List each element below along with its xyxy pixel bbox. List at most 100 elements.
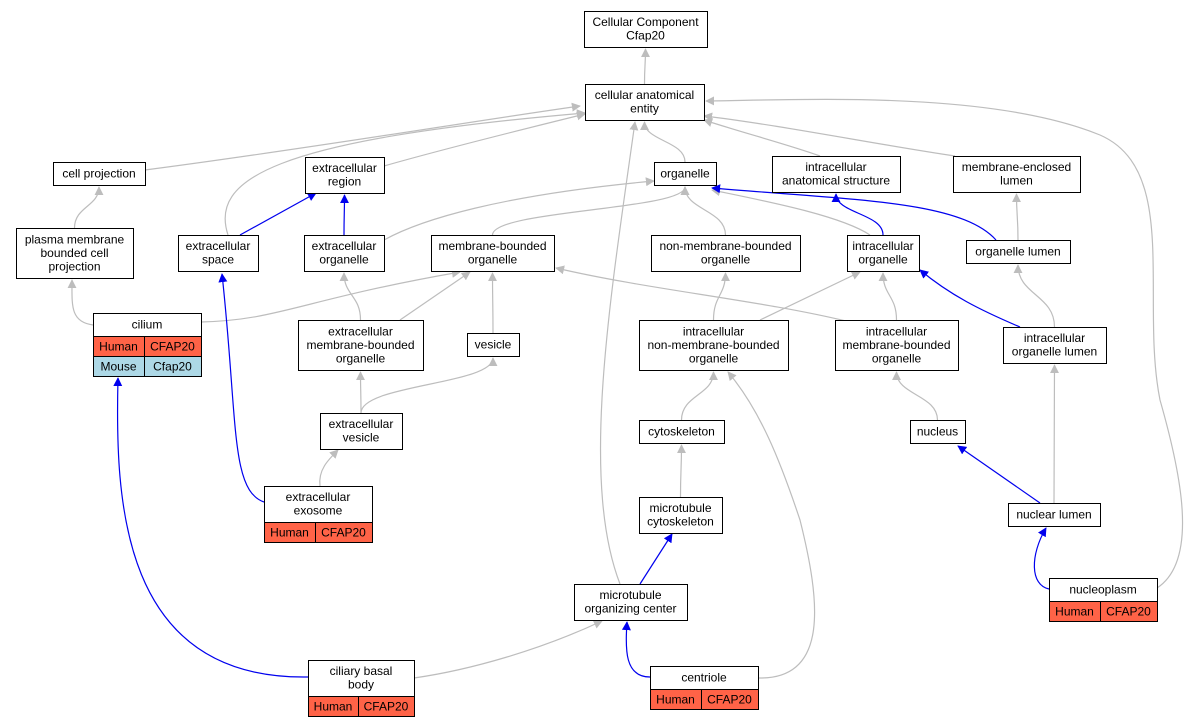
node-box [953,156,1081,193]
edge-vesicle-to-mbo [488,272,498,334]
edge-exorg-to-exreg [339,194,349,236]
node-box [431,235,555,272]
node-box [966,240,1071,264]
node-label: nucleoplasm [1069,582,1136,596]
node-box [639,420,725,444]
species-label: Human [270,526,309,540]
edge-exreg-to-cae [383,111,586,167]
edge-exves-to-vesicle [360,357,498,414]
node-box [53,162,146,186]
node-box [651,235,801,272]
node-label: vesicle [475,337,512,351]
node-box [467,333,520,357]
gene-label: CFAP20 [707,693,752,707]
node-nuclumen[interactable]: nuclear lumen [1008,503,1101,527]
edge-exmbo-to-exorg [339,272,362,321]
gene-cell [144,356,202,377]
node-box [639,497,723,534]
node-label: intracellular [805,160,866,174]
species-label: Human [1055,605,1094,619]
node-label: organelle lumen [975,244,1060,258]
edge-mtcyto-to-cytoskel [676,444,686,498]
node-label: organelle [858,253,908,267]
node-label: organelle [336,351,386,365]
node-label: ciliary basal [330,664,393,678]
node-inmbo[interactable]: intracellularnon-membrane-boundedorganel… [639,320,789,371]
node-box [654,162,717,186]
node-box [585,84,705,121]
node-box [1003,327,1107,364]
species-label: Human [656,693,695,707]
node-label: organelle [689,351,739,365]
gene-label: Cfap20 [153,360,192,374]
edge-nmbo-to-organelle [680,186,727,236]
node-label: organelle [468,253,518,267]
node-label: organizing center [584,602,676,616]
edge-orglumen-to-organelle [711,184,997,241]
edge-cytoskel-to-inmbo [680,371,718,421]
edge-intorg-to-ias [831,193,884,236]
node-label: membrane-bounded [842,338,950,352]
node-label: centriole [681,670,727,684]
node-label: plasma membrane [25,232,125,246]
node-label: microtubule [649,501,711,515]
node-cellproj[interactable]: cell projection [53,162,146,186]
node-label: intracellular [852,239,913,253]
node-nucleus[interactable]: nucleus [910,420,966,444]
node-box [574,584,688,621]
species-label: Human [314,700,353,714]
node-label: extracellular [186,239,251,253]
node-vesicle[interactable]: vesicle [467,333,520,357]
node-label: bounded cell [40,246,108,260]
edge-cilium-to-pmbcp [67,279,94,326]
node-organelle[interactable]: organelle [654,162,717,186]
edge-intorg-to-organelle [711,187,871,236]
node-orglumen[interactable]: organelle lumen [966,240,1071,264]
edge-exosome-to-exves [319,449,339,487]
node-box [1008,503,1101,527]
node-label: Cfap20 [626,29,665,43]
edge-exspace-to-cae [224,109,586,236]
edge-exosome-to-exspace [218,273,265,503]
gene-label: CFAP20 [1106,605,1151,619]
node-box [639,320,789,371]
node-box [847,235,920,272]
edge-nucleoplasm-to-nuclumen [1033,527,1050,590]
node-label: cytoskeleton [648,424,715,438]
node-label: cilium [132,317,163,331]
node-label: extracellular [328,324,393,338]
species-label: Human [99,340,138,354]
node-label: extracellular [286,490,351,504]
node-box [910,420,966,444]
node-label: organelle [701,253,751,267]
edge-exmbo-to-mbo [399,271,471,321]
node-label: organelle lumen [1012,345,1097,359]
node-label: extracellular [312,161,377,175]
edge-iol-to-orglumen [1013,264,1056,328]
node-cytoskel[interactable]: cytoskeleton [639,420,725,444]
